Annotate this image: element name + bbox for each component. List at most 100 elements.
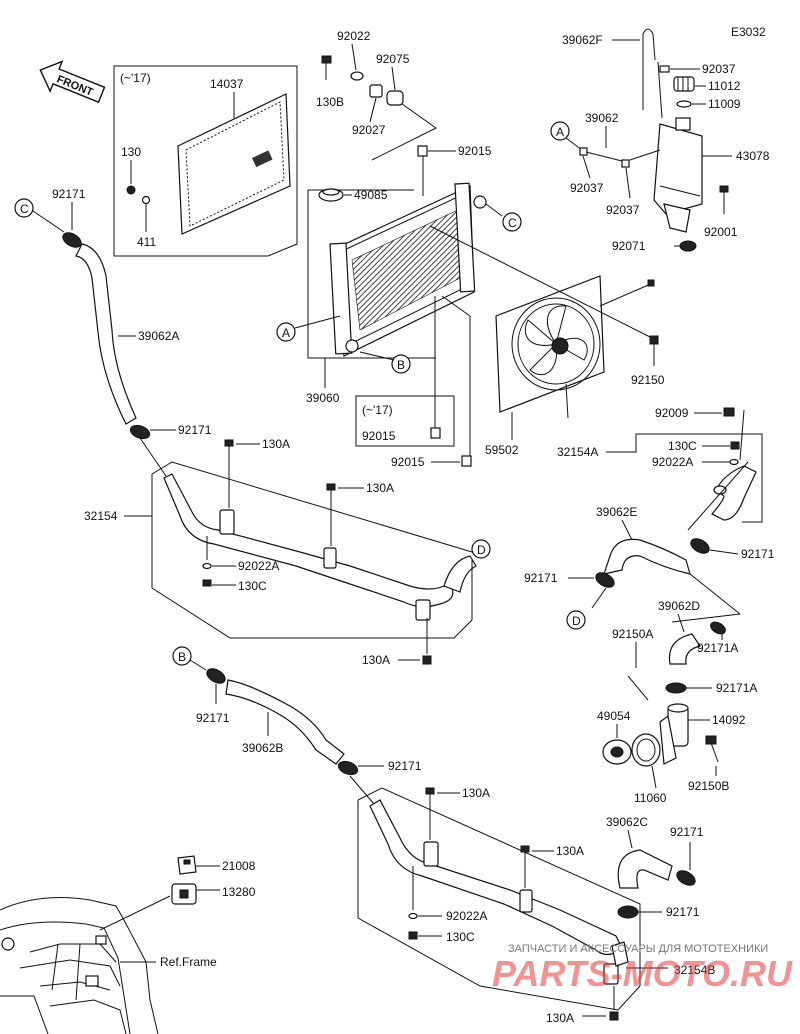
label-39062D: 39062D bbox=[658, 599, 700, 613]
label-92171A-a: 92171A bbox=[697, 641, 738, 655]
label-14037: 14037 bbox=[210, 77, 244, 91]
label-92071: 92071 bbox=[612, 239, 646, 253]
label-92015-b: 92015 bbox=[362, 429, 396, 443]
radiator-cover-screen bbox=[177, 93, 291, 235]
label-92015-a: 92015 bbox=[458, 144, 492, 158]
label-92075: 92075 bbox=[376, 52, 410, 66]
label-39062E: 39062E bbox=[596, 505, 637, 519]
watermark-brand: PARTS-MOTO.RU bbox=[492, 953, 793, 994]
marker-b-hose: B bbox=[178, 650, 186, 664]
label-14092: 14092 bbox=[712, 713, 746, 727]
label-11060: 11060 bbox=[634, 791, 667, 805]
label-39062C: 39062C bbox=[606, 815, 648, 829]
label-39060: 39060 bbox=[306, 391, 340, 405]
years-note-clip: (~'17) bbox=[362, 403, 393, 417]
label-92150B: 92150B bbox=[688, 779, 729, 793]
label-32154B: 32154B bbox=[674, 963, 715, 977]
label-11012: 11012 bbox=[708, 79, 741, 93]
label-92171-c: 92171 bbox=[741, 547, 775, 561]
label-130A-b: 130A bbox=[366, 481, 394, 495]
screen-mesh-icon bbox=[252, 150, 273, 168]
label-130A-e: 130A bbox=[556, 844, 584, 858]
radiator-cap bbox=[318, 188, 344, 202]
hose-39062C bbox=[617, 849, 673, 889]
label-92009: 92009 bbox=[655, 406, 689, 420]
label-92015-c: 92015 bbox=[391, 455, 425, 469]
label-130A-f: 130A bbox=[546, 1011, 574, 1025]
label-130A-c: 130A bbox=[362, 653, 390, 667]
watermark-caption: ЗАПЧАСТИ И АКСЕССУАРЫ ДЛЯ МОТОТЕХНИКИ bbox=[508, 943, 768, 955]
marker-d-pipe: D bbox=[477, 543, 486, 557]
bracket-21008-icon bbox=[177, 855, 197, 875]
frame-icon bbox=[0, 897, 159, 1034]
label-92171-h: 92171 bbox=[666, 905, 700, 919]
label-92171-a: 92171 bbox=[52, 187, 86, 201]
label-92150A: 92150A bbox=[612, 627, 653, 641]
bolt-130B-icon bbox=[321, 55, 332, 80]
label-13280: 13280 bbox=[222, 885, 256, 899]
marker-c-hose: C bbox=[20, 202, 29, 216]
years-note-cover: (~'17) bbox=[120, 71, 151, 85]
marker-c-radiator: C bbox=[508, 216, 517, 230]
bracket-13280-icon bbox=[171, 883, 197, 905]
marker-a-tank: A bbox=[556, 125, 564, 139]
label-92022A-c: 92022A bbox=[446, 909, 487, 923]
label-130A-a: 130A bbox=[262, 437, 290, 451]
label-39062A: 39062A bbox=[138, 329, 179, 343]
label-130C-a: 130C bbox=[238, 579, 267, 593]
diagram-code: E3032 bbox=[731, 25, 766, 39]
hose-39062A bbox=[75, 243, 137, 425]
label-92022A-a: 92022A bbox=[238, 559, 279, 573]
label-130C-c: 130C bbox=[446, 930, 475, 944]
label-130-top: 130 bbox=[121, 145, 141, 159]
label-92171-f: 92171 bbox=[388, 759, 422, 773]
label-92171-b: 92171 bbox=[178, 423, 212, 437]
hose-39062B bbox=[225, 679, 345, 765]
label-32154A: 32154A bbox=[557, 445, 598, 459]
marker-d-hose: D bbox=[572, 614, 581, 628]
label-92022: 92022 bbox=[337, 29, 371, 43]
pipe-32154 bbox=[163, 473, 477, 621]
label-49054: 49054 bbox=[597, 709, 631, 723]
label-92171A-b: 92171A bbox=[716, 681, 757, 695]
label-92037-a: 92037 bbox=[702, 62, 736, 76]
reserve-tank bbox=[653, 117, 703, 233]
ref-frame-label: Ref.Frame bbox=[160, 955, 217, 969]
radiator-cover-group: (~'17) 14037 130 411 bbox=[113, 65, 298, 257]
label-39062F: 39062F bbox=[562, 33, 603, 47]
hose-39062D bbox=[668, 633, 701, 665]
label-92171-e: 92171 bbox=[196, 711, 230, 725]
label-411: 411 bbox=[137, 235, 156, 249]
thermostat-housing bbox=[659, 703, 689, 765]
front-arrow-icon: FRONT bbox=[39, 60, 106, 104]
label-59502: 59502 bbox=[485, 443, 519, 457]
label-92001: 92001 bbox=[704, 225, 738, 239]
pipe-32154A bbox=[711, 465, 757, 521]
label-130A-d: 130A bbox=[462, 786, 490, 800]
label-92022A-b: 92022A bbox=[652, 455, 693, 469]
label-92037-b: 92037 bbox=[570, 181, 604, 195]
reserve-tank-cap bbox=[673, 76, 695, 92]
label-92037-c: 92037 bbox=[606, 203, 640, 217]
thermostat-icon bbox=[602, 739, 632, 765]
hose-39062E bbox=[603, 538, 691, 575]
label-92171-d: 92171 bbox=[524, 571, 558, 585]
label-130B: 130B bbox=[316, 95, 344, 109]
clamp-92171-a-icon bbox=[62, 232, 82, 248]
label-21008: 21008 bbox=[222, 859, 256, 873]
marker-a-radiator: A bbox=[282, 326, 290, 340]
label-39062B: 39062B bbox=[242, 741, 283, 755]
label-32154: 32154 bbox=[84, 509, 118, 523]
label-49085: 49085 bbox=[354, 188, 388, 202]
label-92150: 92150 bbox=[631, 373, 665, 387]
label-43078: 43078 bbox=[736, 149, 770, 163]
label-92027: 92027 bbox=[352, 123, 386, 137]
cooling-fan bbox=[495, 275, 655, 419]
radiator bbox=[329, 182, 487, 357]
marker-b-radiator: B bbox=[397, 358, 405, 372]
label-39062: 39062 bbox=[585, 111, 619, 125]
label-92171-g: 92171 bbox=[670, 825, 704, 839]
label-11009: 11009 bbox=[708, 97, 741, 111]
gasket-11060-icon bbox=[631, 733, 661, 767]
